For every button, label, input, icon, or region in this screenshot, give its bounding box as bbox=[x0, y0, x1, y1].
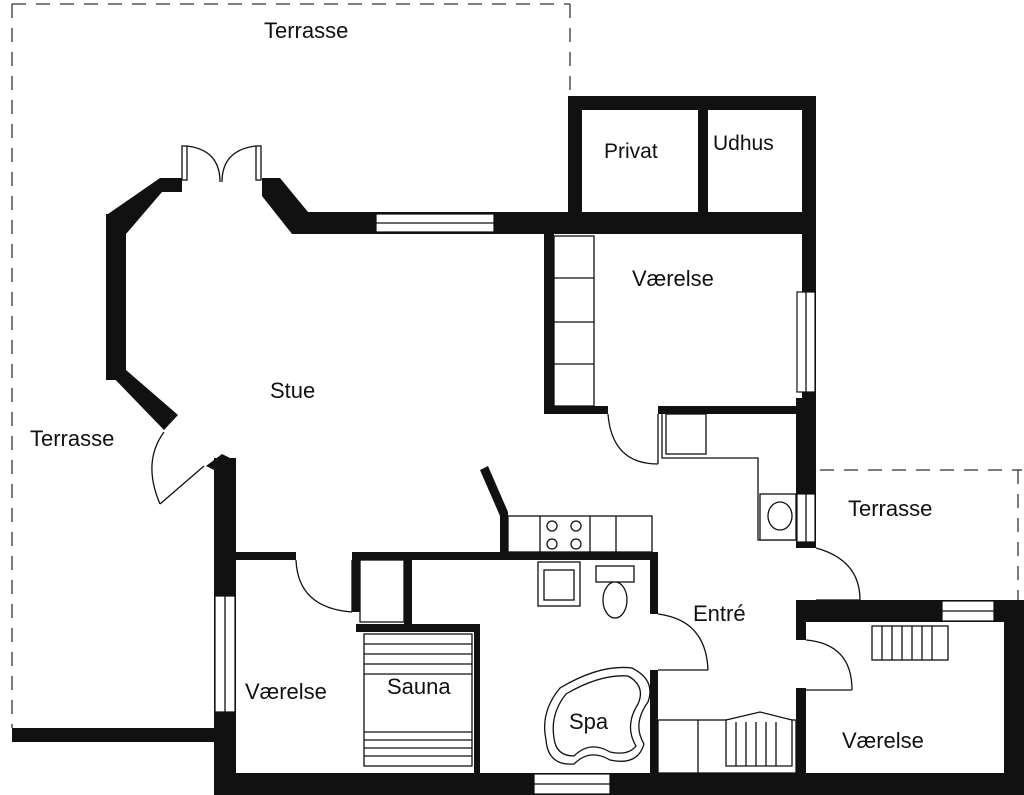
label-vaerelse-top: Værelse bbox=[632, 266, 714, 291]
label-entre: Entré bbox=[693, 601, 746, 626]
terrace-outlines bbox=[11, 3, 1022, 728]
label-vaerelse-right: Værelse bbox=[842, 728, 924, 753]
fixtures bbox=[359, 235, 949, 774]
windows bbox=[214, 213, 995, 795]
label-stue: Stue bbox=[270, 378, 315, 403]
label-terrasse-top: Terrasse bbox=[264, 18, 348, 43]
label-sauna: Sauna bbox=[387, 674, 451, 699]
room-labels: Terrasse Terrasse Terrasse Privat Udhus … bbox=[30, 18, 932, 753]
doors bbox=[151, 145, 861, 691]
label-spa: Spa bbox=[569, 709, 609, 734]
exterior-walls bbox=[12, 96, 1024, 795]
interior-walls bbox=[234, 234, 808, 780]
label-privat: Privat bbox=[604, 140, 658, 163]
label-terrasse-right: Terrasse bbox=[848, 496, 932, 521]
label-udhus: Udhus bbox=[713, 132, 774, 155]
label-terrasse-left: Terrasse bbox=[30, 426, 114, 451]
label-vaerelse-left: Værelse bbox=[245, 679, 327, 704]
